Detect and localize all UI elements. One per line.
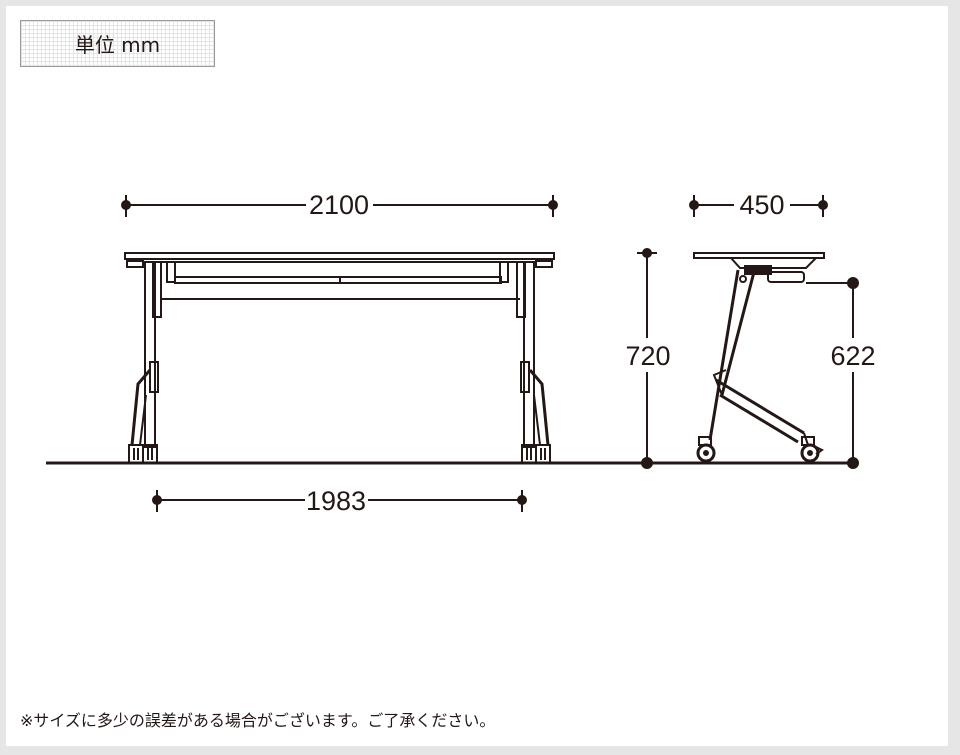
dim-leg-clearance: [806, 277, 859, 469]
unit-label: 単位 mm: [74, 33, 161, 57]
front-view-table: [124, 252, 555, 464]
dim-leg-span: [152, 490, 527, 512]
dim-label-leg-clearance: 622: [830, 341, 875, 371]
dim-top-width: [121, 195, 558, 217]
dim-label-depth: 450: [739, 190, 784, 220]
dim-height: [637, 248, 657, 469]
drawing-panel: [6, 6, 948, 746]
dim-depth: [689, 195, 828, 217]
tolerance-note: ※サイズに多少の誤差がある場合がございます。ご了承ください。: [20, 711, 496, 730]
side-view-table: [693, 252, 825, 463]
dim-label-top-width: 2100: [309, 190, 369, 220]
dim-label-height: 720: [625, 341, 670, 371]
unit-label-box: 単位 mm: [20, 20, 215, 67]
dim-label-leg-span: 1983: [306, 486, 366, 516]
